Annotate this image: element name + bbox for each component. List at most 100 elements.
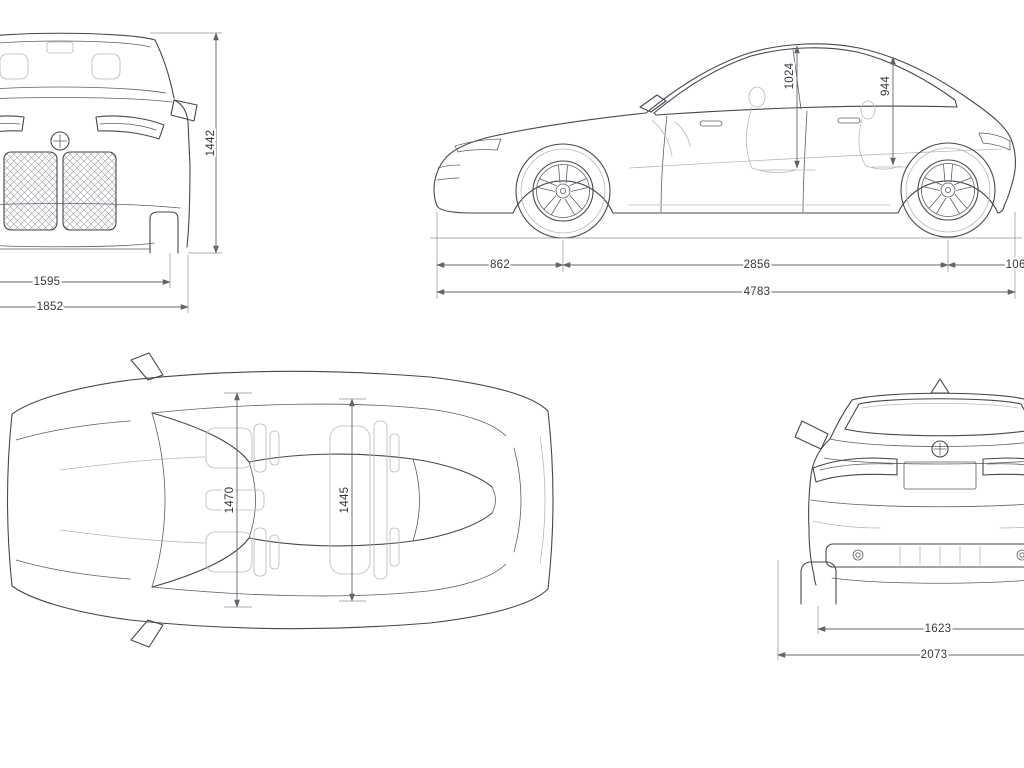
reflector-right-inner (1019, 552, 1024, 558)
front-bumper-lines (0, 203, 181, 250)
seat-front-left-back (253, 423, 267, 473)
front-seat-headrest (748, 86, 766, 108)
side-character-lines (627, 148, 1003, 206)
bmw-roundel-icon (50, 131, 70, 151)
roundel-quarters (53, 134, 67, 148)
side-headlight (454, 138, 502, 153)
rear-bumper-creases (812, 520, 1024, 529)
diffuser-slats (899, 545, 981, 566)
side-mirror (639, 94, 667, 113)
rear-reflectors (852, 549, 1024, 561)
front-roof-line (0, 32, 156, 41)
dim-label-overall-length: 4783 (744, 286, 771, 298)
rear-seat-ghost (858, 118, 901, 170)
rear-shoulder-trunk-lines (823, 438, 1024, 465)
dim-front-headroom: 1024 (782, 45, 800, 169)
side-interior-ghost (651, 86, 909, 173)
roundel-outer (50, 131, 70, 151)
roundel-rear-outer (931, 440, 949, 458)
dashboard-ghost (651, 119, 691, 157)
rear-seat-headrest (860, 100, 876, 120)
door-handle-front (699, 120, 723, 127)
top-a-pillars (151, 412, 250, 588)
dim-label-wheelbase: 2856 (744, 259, 771, 271)
reflector-left (852, 549, 864, 561)
front-wheels (149, 211, 179, 254)
dim-label-front-interior-width: 1470 (224, 487, 236, 514)
rear-headrest-left (389, 433, 400, 473)
dim-label-track-width: 1595 (34, 276, 61, 288)
front-windshield (0, 40, 173, 103)
license-plate-recess (903, 461, 977, 490)
dim-front-height: 1442 (150, 32, 222, 254)
reflector-right (1016, 549, 1024, 561)
kidney-grille-right (62, 151, 117, 231)
top-glass-belt-lines (151, 403, 507, 597)
front-a-pillars (154, 39, 175, 99)
front-wheel (515, 143, 611, 239)
dim-label-rear-interior-width: 1445 (339, 487, 351, 514)
rear-tires (800, 561, 837, 605)
side-lower-body (436, 180, 1005, 214)
front-body-sides (173, 99, 191, 248)
dim-rear-overall-width: 2073 (777, 560, 1024, 663)
front-view: 1442 1595 1852 (0, 32, 222, 315)
rear-mirrors (794, 420, 829, 450)
side-taillight (978, 132, 1011, 151)
dim-label-overall-width: 1852 (37, 301, 64, 313)
top-rear-roof-edge (412, 447, 522, 553)
kidney-grille-left (3, 151, 58, 231)
front-mirrors (170, 99, 198, 122)
rear-headrest-right (389, 527, 400, 567)
side-body-outline (433, 43, 1016, 207)
headrest-left (0, 53, 29, 80)
top-view: 1470 1445 (6, 352, 554, 648)
rearview-mirror (46, 41, 74, 54)
taillights (812, 457, 1024, 483)
rear-body-sides (808, 399, 853, 586)
rear-view: 1623 2073 (777, 378, 1024, 663)
seat-front-right-headrest (269, 534, 280, 570)
bmw-roundel-rear-icon (931, 440, 949, 458)
diffuser (825, 543, 1024, 568)
rear-window-inner (861, 403, 1019, 409)
seat-front-left (205, 427, 253, 469)
rear-wheel (900, 142, 996, 238)
taillight-details (819, 463, 1024, 471)
reflector-left-inner (855, 552, 861, 558)
dim-label-front-overhang: 862 (490, 259, 510, 271)
front-headlights (0, 115, 165, 140)
door-handle-rear (837, 117, 861, 124)
top-body-outline (6, 370, 554, 630)
rear-window (844, 398, 1024, 437)
roundel-rear-quarters (933, 442, 947, 456)
kidney-grille (3, 151, 117, 231)
dim-rear-track: 1623 (817, 606, 1024, 637)
dim-label-rear-track: 1623 (925, 623, 952, 635)
side-front-grille-lines (436, 164, 461, 181)
floor-ticks (759, 166, 909, 171)
front-interior-ghost (0, 41, 121, 80)
top-front-details (15, 420, 131, 580)
front-headlight-details (0, 122, 157, 131)
top-roof-sides (248, 453, 414, 547)
dim-front-interior-width: 1470 (222, 392, 252, 608)
side-glasshouse (653, 47, 958, 116)
top-rear-glass-sides (412, 458, 493, 542)
antenna-fin-icon (930, 378, 950, 394)
dim-rear-headroom: 944 (878, 56, 896, 166)
rear-bench-back (373, 420, 388, 580)
top-windshield-arcs (151, 412, 256, 588)
dim-side-bottom: 862 2856 1065 4783 (436, 212, 1024, 300)
dim-label-height: 1442 (205, 130, 217, 157)
seat-front-left-headrest (269, 430, 280, 466)
dim-front-track: 1595 (0, 253, 171, 290)
top-trunk-arc (539, 435, 546, 565)
side-view: 1024 944 862 2856 1065 4783 (430, 43, 1024, 300)
dim-front-overall-width: 1852 (0, 255, 189, 315)
dim-label-rear-headroom: 944 (880, 76, 892, 96)
dim-label-front-headroom: 1024 (784, 62, 796, 89)
dim-label-rear-overall-width: 2073 (921, 649, 948, 661)
